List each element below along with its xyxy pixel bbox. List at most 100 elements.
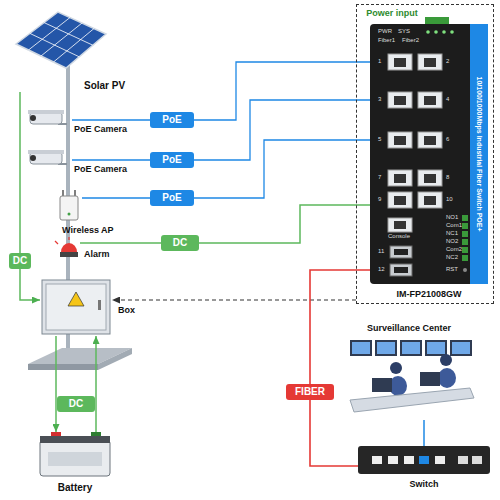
network-switch-drawing	[472, 456, 482, 464]
camera: PoE Camera	[26, 148, 72, 172]
port-label: PWR	[378, 28, 392, 35]
edge-label: DC	[161, 235, 199, 251]
camera: PoE Camera	[26, 108, 72, 132]
alarm-drawing	[55, 241, 58, 244]
surveillance-center-drawing	[402, 342, 420, 354]
industrial-switch: 10/100/1000Mbps Industrial Fiber Switch …	[370, 24, 488, 284]
industrial-switch-drawing	[426, 30, 430, 34]
cabinet-drawing	[68, 292, 84, 306]
solar-panel-drawing	[54, 29, 95, 63]
industrial-switch-drawing	[394, 136, 406, 145]
battery-drawing	[40, 432, 110, 476]
port-label: NC2	[446, 254, 458, 261]
node-label: IM-FP21008GW	[396, 289, 461, 299]
access-point-drawing	[74, 190, 76, 196]
industrial-switch-drawing	[462, 247, 468, 253]
battery: Battery	[38, 432, 112, 478]
port-label: SYS	[398, 28, 410, 35]
network-switch-drawing	[358, 446, 490, 474]
industrial-switch-drawing	[394, 196, 406, 205]
surveillance-center-drawing	[440, 354, 452, 366]
surveillance-center-drawing	[352, 342, 370, 354]
node-label: Surveillance Center	[367, 323, 451, 333]
surveillance-center-drawing	[400, 340, 422, 356]
cabinet: Box	[40, 278, 112, 336]
surveillance-center-drawing	[372, 378, 392, 392]
camera-drawing	[28, 150, 67, 164]
network-switch-drawing	[372, 456, 382, 464]
network-switch-drawing	[358, 446, 490, 474]
access-point-drawing	[68, 213, 71, 216]
node-label: PoE Camera	[74, 164, 127, 174]
industrial-switch-drawing	[388, 192, 412, 208]
network-switch-drawing	[404, 456, 414, 464]
industrial-switch-drawing	[394, 249, 408, 255]
camera-drawing	[28, 110, 64, 114]
access-point: Wireless AP	[56, 190, 82, 222]
industrial-switch-drawing	[450, 30, 454, 34]
industrial-switch-drawing	[442, 30, 446, 34]
surveillance-center: Surveillance Center	[344, 338, 474, 420]
port-label: 2	[446, 58, 449, 65]
node-label: 10/100/1000Mbps Industrial Fiber Switch …	[475, 76, 483, 231]
cabinet-drawing	[98, 300, 101, 310]
port-label: 8	[446, 174, 449, 181]
surveillance-center-drawing	[350, 340, 372, 356]
node-label: Power input	[366, 8, 418, 18]
node-label: PoE Camera	[74, 124, 127, 134]
network-switch: Switch	[358, 446, 490, 474]
industrial-switch-drawing	[424, 136, 436, 145]
access-point-drawing	[62, 190, 64, 196]
industrial-switch-drawing	[462, 223, 468, 229]
port-label: Com1	[446, 222, 462, 229]
port-label: Console	[388, 233, 410, 240]
port-label: Fiber2	[402, 37, 419, 44]
surveillance-center-drawing	[377, 342, 395, 354]
alarm-drawing	[61, 243, 77, 252]
connector	[72, 62, 370, 120]
connector	[310, 270, 370, 466]
industrial-switch-drawing	[370, 24, 488, 284]
port-label: RST	[446, 266, 458, 273]
connector	[80, 205, 370, 243]
surveillance-center-drawing	[390, 362, 402, 374]
surveillance-center-drawing	[425, 340, 447, 356]
port-label: Com2	[446, 246, 462, 253]
industrial-switch-drawing	[388, 132, 412, 148]
connector	[20, 92, 40, 300]
node-label: Solar PV	[84, 80, 125, 92]
industrial-switch-drawing	[462, 239, 468, 245]
base-plate	[28, 364, 98, 370]
connector	[82, 140, 370, 198]
port-label: 5	[378, 136, 381, 143]
industrial-switch-drawing	[424, 196, 436, 205]
edge-label: PoE	[150, 112, 193, 128]
industrial-switch-drawing	[434, 30, 438, 34]
alarm: Alarm	[58, 238, 80, 258]
access-point-drawing	[60, 196, 78, 220]
industrial-switch-drawing	[388, 54, 412, 70]
industrial-switch-drawing	[394, 267, 408, 273]
surveillance-center-drawing	[450, 340, 472, 356]
alarm-drawing	[68, 237, 69, 240]
surveillance-center-drawing	[375, 340, 397, 356]
industrial-switch-drawing	[424, 174, 436, 183]
camera-drawing	[28, 150, 64, 154]
industrial-switch-drawing	[462, 215, 468, 221]
solar-panel: Solar PV	[14, 12, 106, 92]
connector	[95, 336, 97, 432]
industrial-switch-drawing	[463, 268, 467, 272]
port-label: 11	[378, 248, 384, 255]
camera-drawing	[30, 155, 36, 161]
port-label: NC1	[446, 230, 458, 237]
industrial-switch-drawing	[388, 170, 412, 186]
industrial-switch-drawing	[462, 231, 468, 237]
industrial-switch-drawing	[388, 92, 412, 108]
node-label: Box	[118, 305, 135, 315]
industrial-switch-drawing	[418, 132, 442, 148]
industrial-switch-drawing	[370, 17, 488, 284]
camera-drawing	[30, 115, 36, 121]
port-label: NO2	[446, 238, 458, 245]
